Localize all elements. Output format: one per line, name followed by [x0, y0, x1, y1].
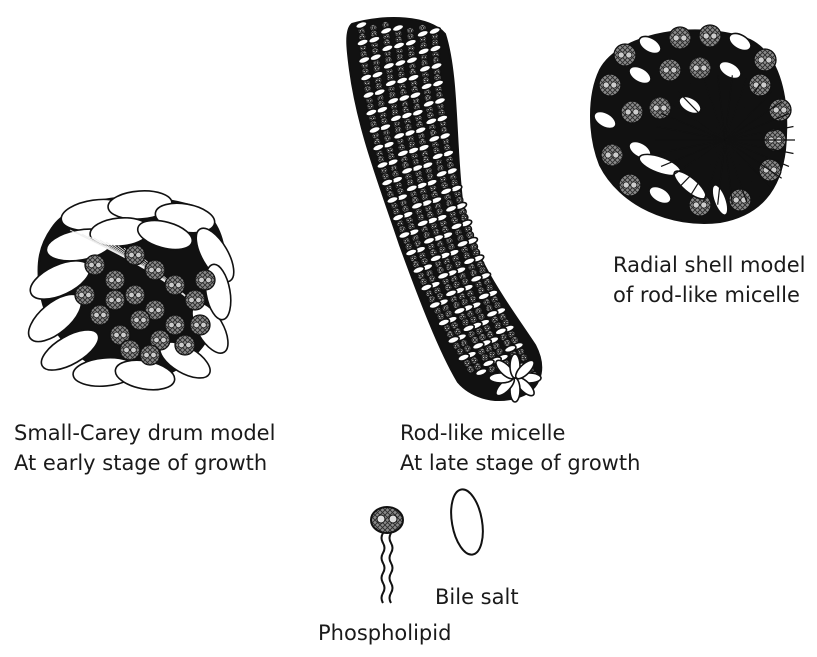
- rod-end-cap: [489, 354, 541, 402]
- rod-micelle-illustration: [347, 18, 541, 402]
- bile-salt-icon: [446, 487, 487, 557]
- drum-model-label-line1: Small-Carey drum model: [14, 418, 275, 448]
- bile-salt-label: Bile salt: [435, 582, 519, 612]
- radial-model-label-line1: Radial shell model: [613, 250, 805, 280]
- rod-micelle-label: Rod-like micelle At late stage of growth: [400, 418, 640, 478]
- radial-shell-illustration: [591, 25, 795, 223]
- drum-model-label-line2: At early stage of growth: [14, 448, 275, 478]
- radial-model-label: Radial shell model of rod-like micelle: [613, 250, 805, 310]
- phospholipid-icon: [371, 507, 403, 603]
- radial-model-label-line2: of rod-like micelle: [613, 280, 805, 310]
- rod-micelle-label-line2: At late stage of growth: [400, 448, 640, 478]
- phospholipid-label: Phospholipid: [318, 618, 451, 648]
- drum-model-label: Small-Carey drum model At early stage of…: [14, 418, 275, 478]
- drum-model-illustration: [21, 189, 241, 394]
- rod-micelle-label-line1: Rod-like micelle: [400, 418, 640, 448]
